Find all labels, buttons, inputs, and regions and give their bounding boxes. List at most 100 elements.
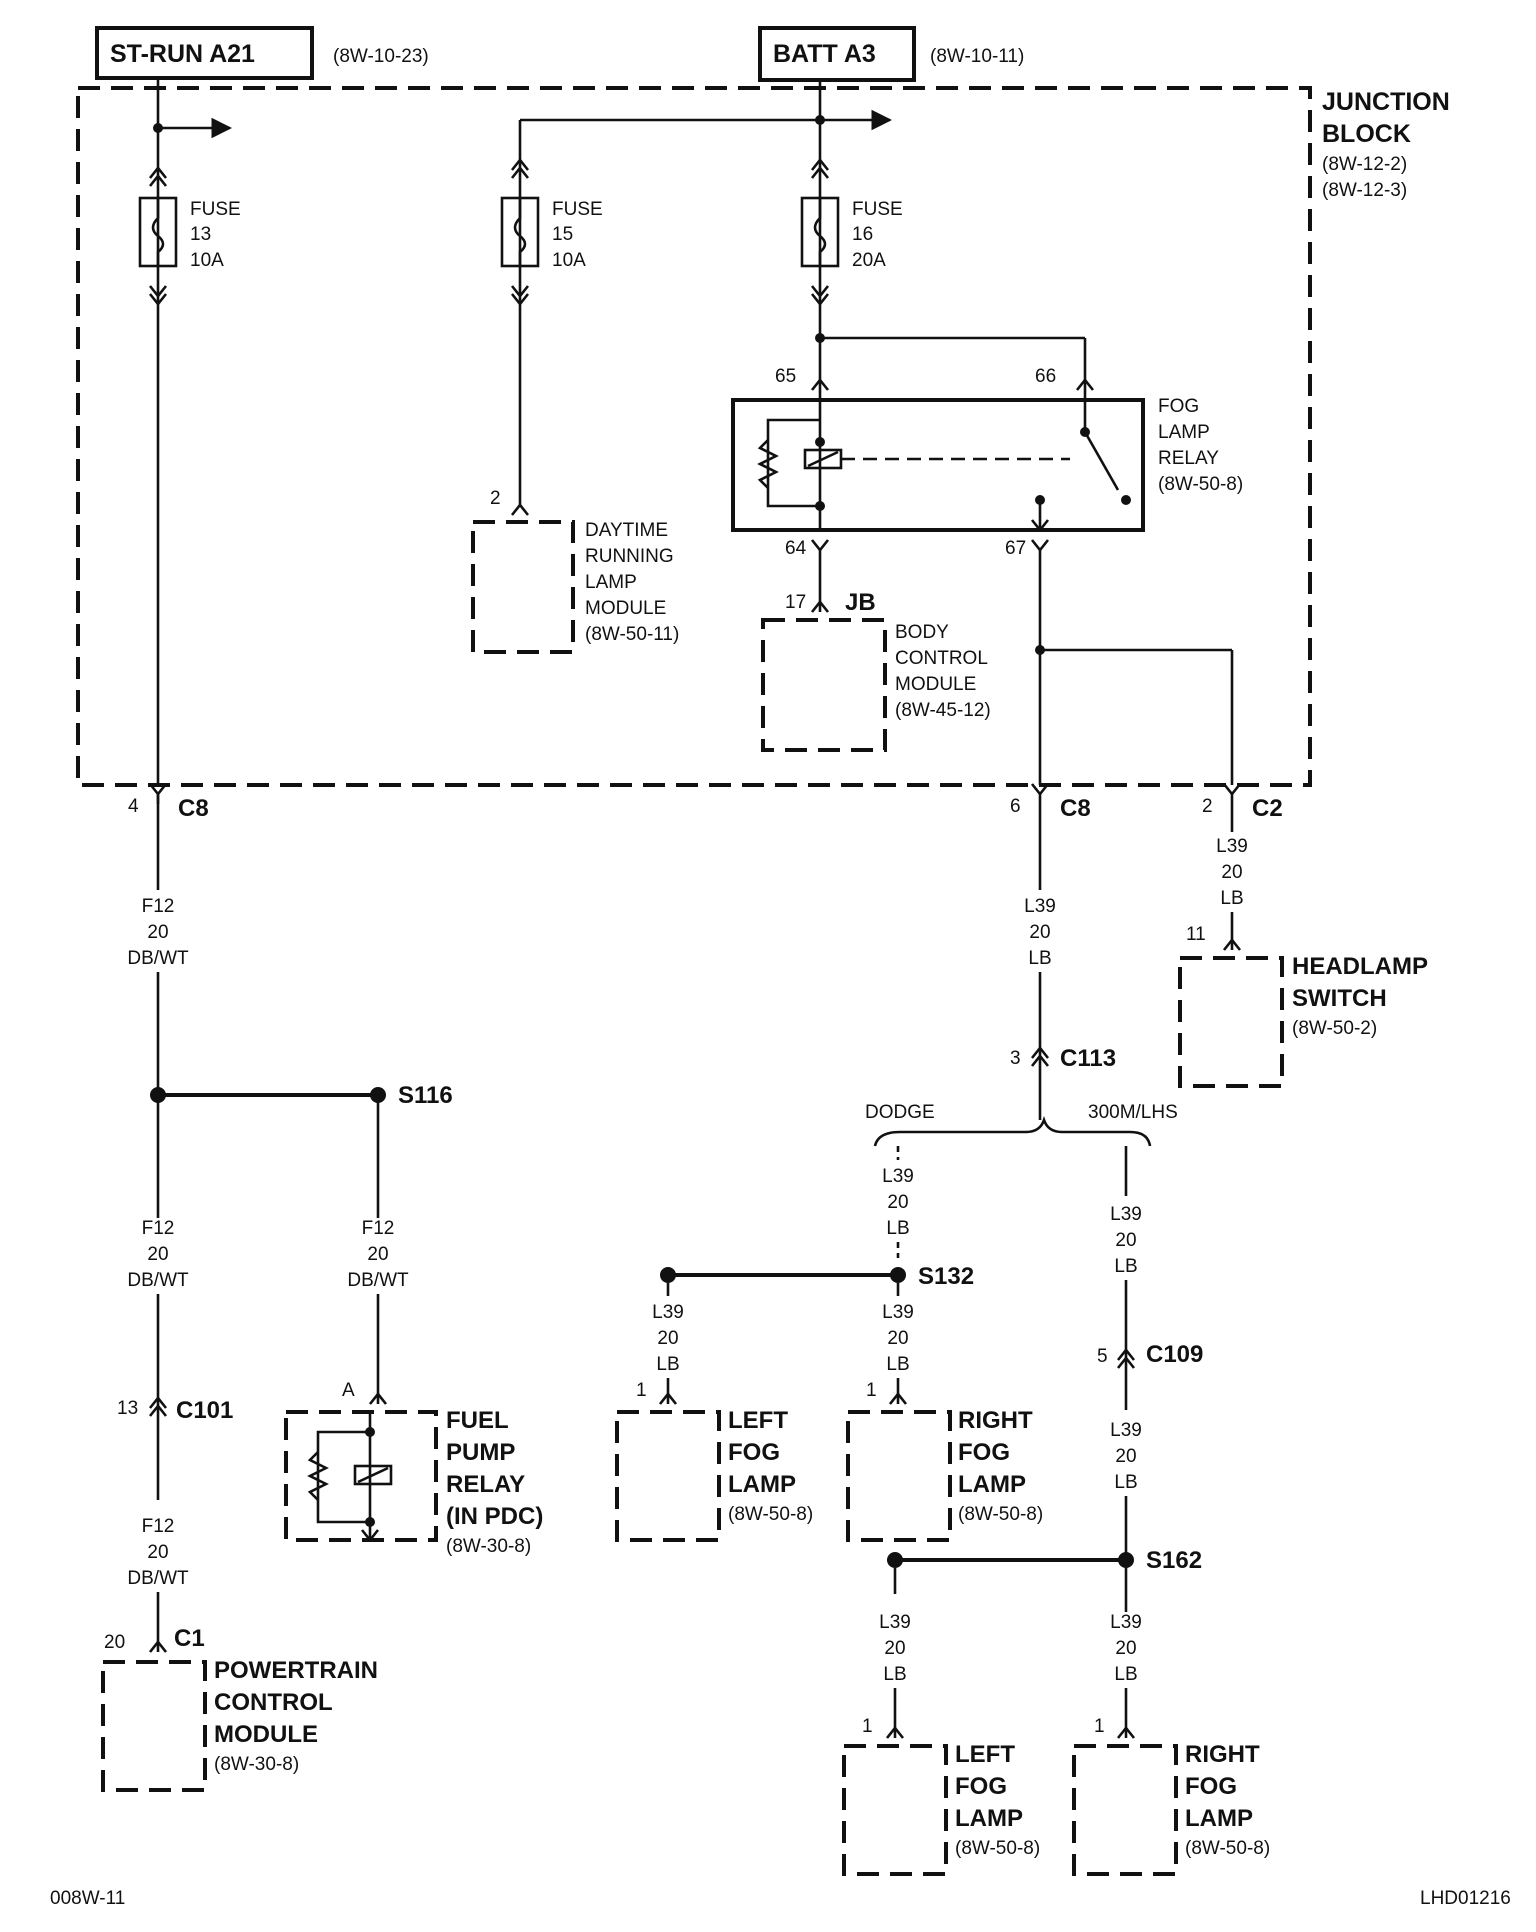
- f12-wire-3-gauge: 20: [147, 1542, 168, 1563]
- f12-wire-4-circuit: F12: [362, 1218, 395, 1239]
- chr-right-fog-pin: 1: [1094, 1716, 1105, 1737]
- st-run-ref: (8W-10-23): [333, 46, 429, 67]
- fuel-relay-resistor-icon: [307, 1451, 329, 1501]
- pcm-label-2: CONTROL: [214, 1689, 333, 1716]
- pcm-label-1: POWERTRAIN: [214, 1657, 378, 1684]
- headlamp-switch-label-2: SWITCH: [1292, 985, 1387, 1012]
- l39-chr-2-circuit: L39: [1110, 1420, 1142, 1441]
- dodge-right-fog-pin: 1: [866, 1380, 877, 1401]
- l39-dr-color: LB: [886, 1354, 909, 1375]
- f12-wire-1-color: DB/WT: [127, 948, 189, 969]
- chr-right-fog-lamp-box: [1072, 1744, 1178, 1876]
- c8-right-pin: 6: [1010, 796, 1021, 817]
- chr-right-fog-label-3: LAMP: [1185, 1805, 1253, 1832]
- l39-dl-gauge: 20: [657, 1328, 678, 1349]
- chr-left-fog-lamp-box: [842, 1744, 948, 1876]
- f12-wire-2-circuit: F12: [142, 1218, 175, 1239]
- bcm-pin: 17: [785, 592, 806, 613]
- junction-block-ref-2: (8W-12-3): [1322, 180, 1407, 201]
- bcm-label-1: BODY: [895, 622, 949, 643]
- fuse15-number: 15: [552, 224, 573, 245]
- fuel-pump-relay-label-1: FUEL: [446, 1407, 509, 1434]
- bcm-label-2: CONTROL: [895, 648, 988, 669]
- fuel-pump-relay-box: [284, 1410, 438, 1542]
- relay-pin-67: 67: [1005, 538, 1026, 559]
- chr-left-fog-label-3: LAMP: [955, 1805, 1023, 1832]
- l39-main-color: LB: [1028, 948, 1051, 969]
- l39-chr-1-circuit: L39: [1110, 1204, 1142, 1225]
- relay-pin-64: 64: [785, 538, 807, 559]
- f12-wire-4-color: DB/WT: [347, 1270, 409, 1291]
- dodge-right-fog-label-1: RIGHT: [958, 1407, 1033, 1434]
- c109-name: C109: [1146, 1341, 1203, 1368]
- l39-dodge-color: LB: [886, 1218, 909, 1239]
- l39-cl-circuit: L39: [879, 1612, 911, 1633]
- l39-hs-circuit: L39: [1216, 836, 1248, 857]
- c8-right-name: C8: [1060, 795, 1091, 822]
- l39-cr-circuit: L39: [1110, 1612, 1142, 1633]
- batt-source: BATT A3 (8W-10-11): [758, 26, 1024, 82]
- bcm-label-3: MODULE: [895, 674, 976, 695]
- junction-block-outline: [76, 86, 1312, 787]
- l39-hs-color: LB: [1220, 888, 1243, 909]
- relay-label-ref: (8W-50-8): [1158, 474, 1243, 495]
- chrysler-branch-label: 300M/LHS: [1088, 1102, 1178, 1123]
- fuse16-number: 16: [852, 224, 873, 245]
- l39-dl-color: LB: [656, 1354, 679, 1375]
- fuel-pump-relay-label-3: RELAY: [446, 1471, 525, 1498]
- c8-left-name: C8: [178, 795, 209, 822]
- fog-lamp-relay-box: [731, 398, 1145, 532]
- c113-name: C113: [1060, 1045, 1116, 1072]
- headlamp-switch-box: [1178, 956, 1284, 1088]
- l39-cl-gauge: 20: [884, 1638, 905, 1659]
- c1-pin: 20: [104, 1632, 125, 1653]
- f12-wire-2-gauge: 20: [147, 1244, 168, 1265]
- drl-module-box: [471, 520, 575, 654]
- drl-label-4: MODULE: [585, 598, 666, 619]
- dodge-left-fog-lamp-box: [615, 1410, 721, 1542]
- batt-ref: (8W-10-11): [930, 46, 1024, 67]
- f12-wire-2-color: DB/WT: [127, 1270, 189, 1291]
- l39-hs-gauge: 20: [1221, 862, 1242, 883]
- l39-cl-color: LB: [883, 1664, 906, 1685]
- junction-block-title-1: JUNCTION: [1322, 88, 1450, 116]
- l39-dl-circuit: L39: [652, 1302, 684, 1323]
- fuse13-top-connector: [148, 165, 168, 187]
- chr-left-fog-label-1: LEFT: [955, 1741, 1015, 1768]
- drl-label-1: DAYTIME: [585, 520, 668, 541]
- fuse13-number: 13: [190, 224, 211, 245]
- st-run-label: ST-RUN A21: [110, 40, 255, 68]
- s162-label: S162: [1146, 1547, 1202, 1574]
- dodge-right-fog-ref: (8W-50-8): [958, 1504, 1043, 1525]
- headlamp-switch-pin: 11: [1186, 924, 1206, 945]
- dodge-right-fog-lamp-box: [846, 1410, 952, 1542]
- relay-label-2: LAMP: [1158, 422, 1210, 443]
- dodge-left-fog-pin: 1: [636, 1380, 647, 1401]
- relay-resistor-icon: [757, 439, 779, 489]
- fuse16-rating: 20A: [852, 250, 886, 271]
- l39-dodge-circuit: L39: [882, 1166, 914, 1187]
- l39-chr-2-gauge: 20: [1115, 1446, 1136, 1467]
- fuel-pump-relay-label-2: PUMP: [446, 1439, 515, 1466]
- chr-left-fog-label-2: FOG: [955, 1773, 1007, 1800]
- fuel-pump-relay-pin: A: [342, 1380, 355, 1401]
- headlamp-switch-ref: (8W-50-2): [1292, 1018, 1377, 1039]
- fuse13-word: FUSE: [190, 199, 241, 220]
- junction-block-ref-1: (8W-12-2): [1322, 154, 1407, 175]
- chr-right-fog-ref: (8W-50-8): [1185, 1838, 1270, 1859]
- relay-pin-65: 65: [775, 366, 796, 387]
- dodge-right-fog-label-3: LAMP: [958, 1471, 1026, 1498]
- pcm-label-3: MODULE: [214, 1721, 318, 1748]
- fuel-relay-coil-icon: [353, 1464, 393, 1486]
- fuse13-rating: 10A: [190, 250, 224, 271]
- c101-name: C101: [176, 1397, 233, 1424]
- footer-left-code: 008W-11: [50, 1888, 125, 1909]
- dodge-left-fog-label-3: LAMP: [728, 1471, 796, 1498]
- footer-right-code: LHD01216: [1420, 1888, 1511, 1909]
- c2-pin: 2: [1202, 796, 1213, 817]
- drl-label-3: LAMP: [585, 572, 637, 593]
- pcm-box: [101, 1660, 207, 1792]
- relay-pin-66: 66: [1035, 366, 1056, 387]
- c1-name: C1: [174, 1625, 205, 1652]
